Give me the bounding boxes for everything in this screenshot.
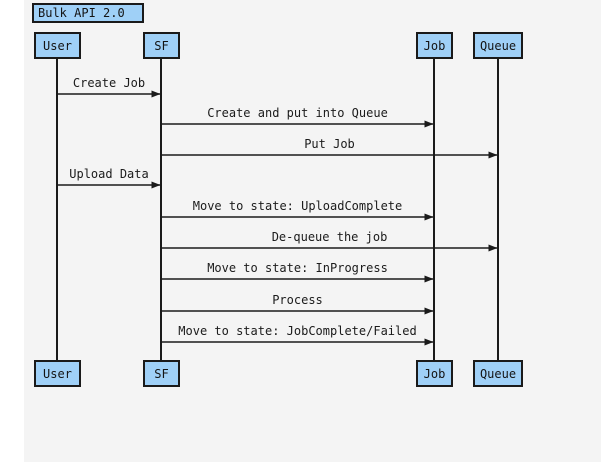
diagram-lines-layer	[56, 59, 499, 360]
participant-label-sf: SF	[154, 38, 169, 53]
participant-box-queue-top[interactable]: Queue	[473, 32, 523, 59]
participant-label-user: User	[43, 366, 72, 381]
participant-box-user-top[interactable]: User	[34, 32, 81, 59]
message-label-4: Upload Data	[69, 167, 149, 181]
message-label-7: Move to state: InProgress	[207, 261, 388, 275]
message-label-8: Process	[272, 293, 323, 307]
message-label-2: Create and put into Queue	[207, 106, 388, 120]
participant-box-job-top[interactable]: Job	[416, 32, 453, 59]
message-label-5: Move to state: UploadComplete	[192, 199, 403, 213]
diagram-title-box: Bulk API 2.0	[32, 3, 144, 23]
participant-label-sf: SF	[154, 366, 169, 381]
message-label-9: Move to state: JobComplete/Failed	[178, 324, 417, 338]
lifelines-group	[56, 59, 499, 360]
participant-label-user: User	[43, 38, 72, 53]
participant-box-queue-bottom[interactable]: Queue	[473, 360, 523, 387]
message-label-3: Put Job	[304, 137, 355, 151]
participant-label-queue: Queue	[479, 366, 517, 381]
participant-label-job: Job	[423, 38, 446, 53]
participant-label-job: Job	[423, 366, 446, 381]
diagram-title-label: Bulk API 2.0	[38, 6, 125, 20]
message-label-6: De-queue the job	[271, 230, 388, 244]
participant-box-sf-top[interactable]: SF	[143, 32, 180, 59]
participant-box-job-bottom[interactable]: Job	[416, 360, 453, 387]
participant-box-user-bottom[interactable]: User	[34, 360, 81, 387]
message-arrows-group	[57, 90, 498, 346]
participant-box-sf-bottom[interactable]: SF	[143, 360, 180, 387]
message-label-1: Create Job	[72, 76, 146, 90]
participant-label-queue: Queue	[479, 38, 517, 53]
